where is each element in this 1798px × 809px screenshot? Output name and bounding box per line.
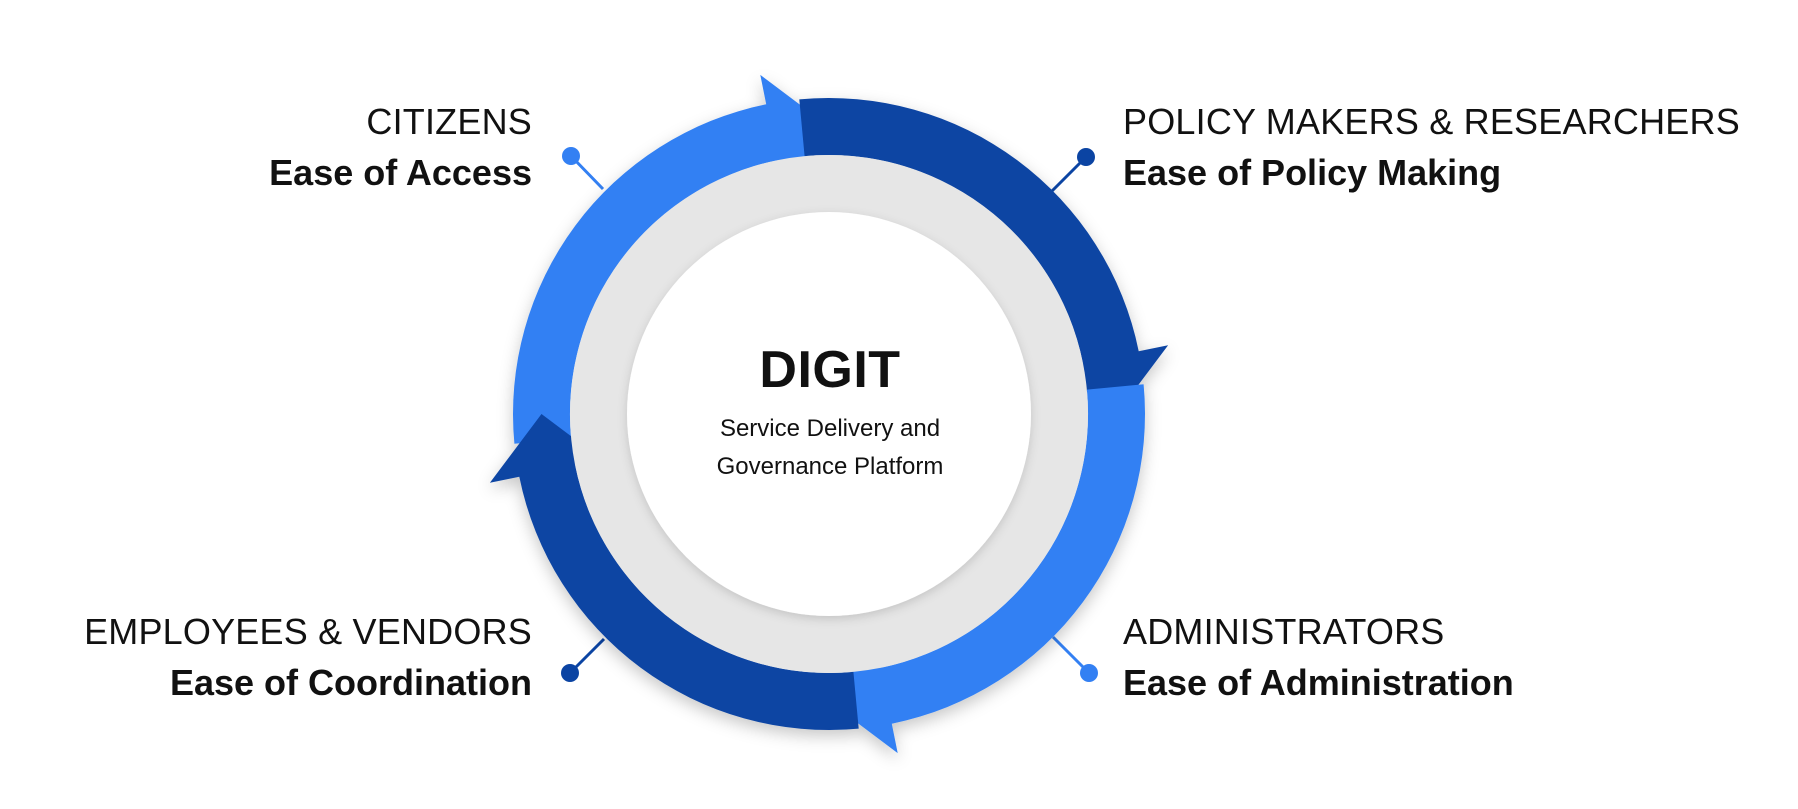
stakeholder-benefit: Ease of Access bbox=[269, 152, 532, 194]
stakeholder-employees-vendors: EMPLOYEES & VENDORS Ease of Coordination bbox=[0, 610, 532, 704]
stakeholder-benefit: Ease of Policy Making bbox=[1123, 152, 1502, 194]
stakeholder-administrators: ADMINISTRATORS Ease of Administration bbox=[1123, 610, 1763, 704]
stakeholder-benefit: Ease of Coordination bbox=[169, 662, 532, 704]
arrow-segment-bottom-to-left bbox=[489, 414, 859, 730]
connector-administrators bbox=[1051, 635, 1098, 682]
connector-employees bbox=[561, 637, 606, 682]
arrow-segment-right-to-bottom bbox=[829, 384, 1145, 754]
arrow-segment-left-to-top bbox=[513, 74, 829, 444]
stakeholder-policy-makers: POLICY MAKERS & RESEARCHERS Ease of Poli… bbox=[1123, 100, 1763, 194]
center-title: DIGIT bbox=[759, 341, 901, 399]
center-subtitle: Service Delivery and Governance Platform bbox=[600, 410, 1060, 486]
stakeholder-role: EMPLOYEES & VENDORS bbox=[84, 611, 532, 652]
center-text: DIGIT Service Delivery and Governance Pl… bbox=[600, 340, 1060, 486]
center-subtitle-line2: Governance Platform bbox=[716, 453, 944, 480]
arrow-ring bbox=[489, 74, 1169, 754]
stakeholder-benefit: Ease of Administration bbox=[1123, 662, 1514, 704]
stakeholder-citizens: CITIZENS Ease of Access bbox=[0, 100, 532, 194]
connector-policy bbox=[1050, 148, 1095, 193]
center-disc bbox=[627, 212, 1031, 616]
arrow-segment-top-to-right bbox=[799, 98, 1169, 415]
center-subtitle-line1: Service Delivery and bbox=[719, 415, 941, 442]
connector-citizens bbox=[562, 147, 605, 191]
stakeholder-role: ADMINISTRATORS bbox=[1123, 611, 1445, 652]
stakeholder-role: POLICY MAKERS & RESEARCHERS bbox=[1123, 101, 1740, 142]
stakeholder-role: CITIZENS bbox=[366, 101, 532, 142]
